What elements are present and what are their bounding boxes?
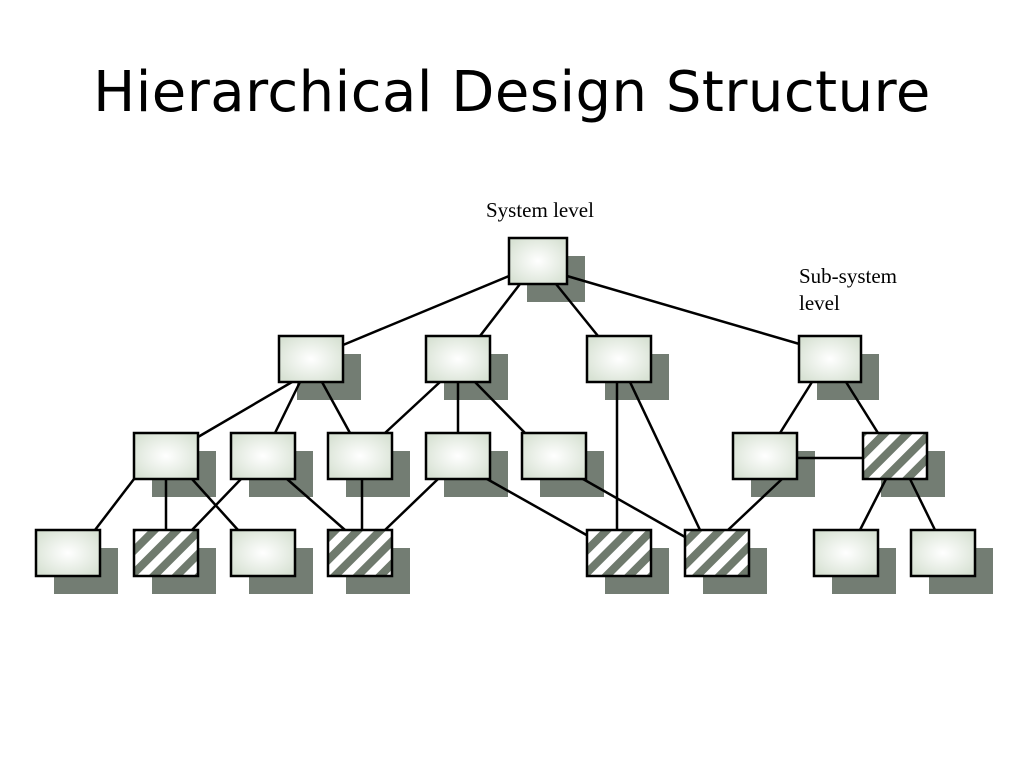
connector-line xyxy=(286,478,346,531)
connector-line xyxy=(474,381,526,434)
connector-line xyxy=(94,478,135,531)
connector-line xyxy=(273,381,302,434)
page-title: Hierarchical Design Structure xyxy=(93,60,931,125)
connector-line xyxy=(320,381,352,434)
connector-line xyxy=(566,274,821,352)
connector-line xyxy=(197,380,293,439)
module-box xyxy=(797,334,863,384)
module-box xyxy=(507,236,569,286)
module-box xyxy=(812,528,880,578)
module-box xyxy=(909,528,977,578)
connector-line xyxy=(727,478,783,531)
connector-line xyxy=(858,478,888,531)
connector-line xyxy=(582,477,686,539)
connector-line xyxy=(844,381,880,434)
module-box xyxy=(520,431,588,481)
module-box xyxy=(277,334,345,384)
module-box xyxy=(229,431,297,481)
connector-line xyxy=(778,381,814,434)
module-box xyxy=(585,334,653,384)
hatched-module-box xyxy=(683,528,751,578)
module-box xyxy=(424,431,492,481)
hatched-module-box xyxy=(585,528,653,578)
module-box xyxy=(424,334,492,384)
module-box xyxy=(34,528,102,578)
module-box xyxy=(132,431,200,481)
connector-line xyxy=(384,478,439,531)
connector-line xyxy=(479,283,521,337)
connector-line xyxy=(555,283,599,337)
connector-line xyxy=(384,381,441,434)
subsystem-level-label: Sub-system level xyxy=(799,264,898,315)
hatched-module-box xyxy=(132,528,200,578)
boxes xyxy=(34,236,977,578)
connector-line xyxy=(486,477,591,539)
connector-line xyxy=(628,381,702,531)
system-level-label: System level xyxy=(486,198,594,222)
connector-line xyxy=(191,478,242,531)
connector-line xyxy=(342,274,510,347)
hatched-module-box xyxy=(861,431,929,481)
connector-line xyxy=(908,478,937,531)
module-box xyxy=(229,528,297,578)
connectors xyxy=(94,274,937,539)
hatched-module-box xyxy=(326,528,394,578)
module-box xyxy=(731,431,799,481)
module-box xyxy=(326,431,394,481)
